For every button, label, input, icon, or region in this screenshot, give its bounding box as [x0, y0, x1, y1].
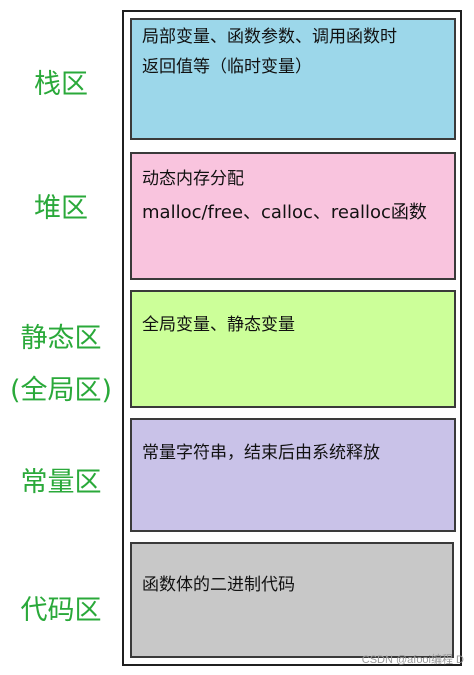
constant-segment: 常量字符串，结束后由系统释放 — [130, 418, 456, 532]
code-label: 代码区 — [20, 595, 102, 626]
stack-desc-line-2: 返回值等（临时变量） — [142, 57, 312, 77]
constant-desc-line-1: 常量字符串，结束后由系统释放 — [142, 443, 380, 463]
heap-label: 堆区 — [34, 193, 88, 224]
static-label: 静态区 — [20, 323, 102, 354]
heap-desc-line-2: malloc/free、calloc、realloc函数 — [142, 202, 427, 223]
static-desc-line-1: 全局变量、静态变量 — [142, 315, 295, 335]
watermark: CSDN @afooi编程 D — [361, 654, 464, 666]
constant-label: 常量区 — [20, 467, 102, 498]
heap-segment: 动态内存分配 malloc/free、calloc、realloc函数 — [130, 152, 456, 280]
heap-desc-line-1: 动态内存分配 — [142, 169, 244, 189]
stack-desc-line-1: 局部变量、函数参数、调用函数时 — [142, 27, 397, 47]
stack-segment: 局部变量、函数参数、调用函数时 返回值等（临时变量） — [130, 18, 456, 140]
code-desc-line-1: 函数体的二进制代码 — [142, 575, 295, 595]
global-label: (全局区) — [9, 375, 113, 406]
code-segment: 函数体的二进制代码 — [130, 542, 454, 658]
stack-label: 栈区 — [34, 69, 88, 100]
static-segment: 全局变量、静态变量 — [130, 290, 456, 408]
